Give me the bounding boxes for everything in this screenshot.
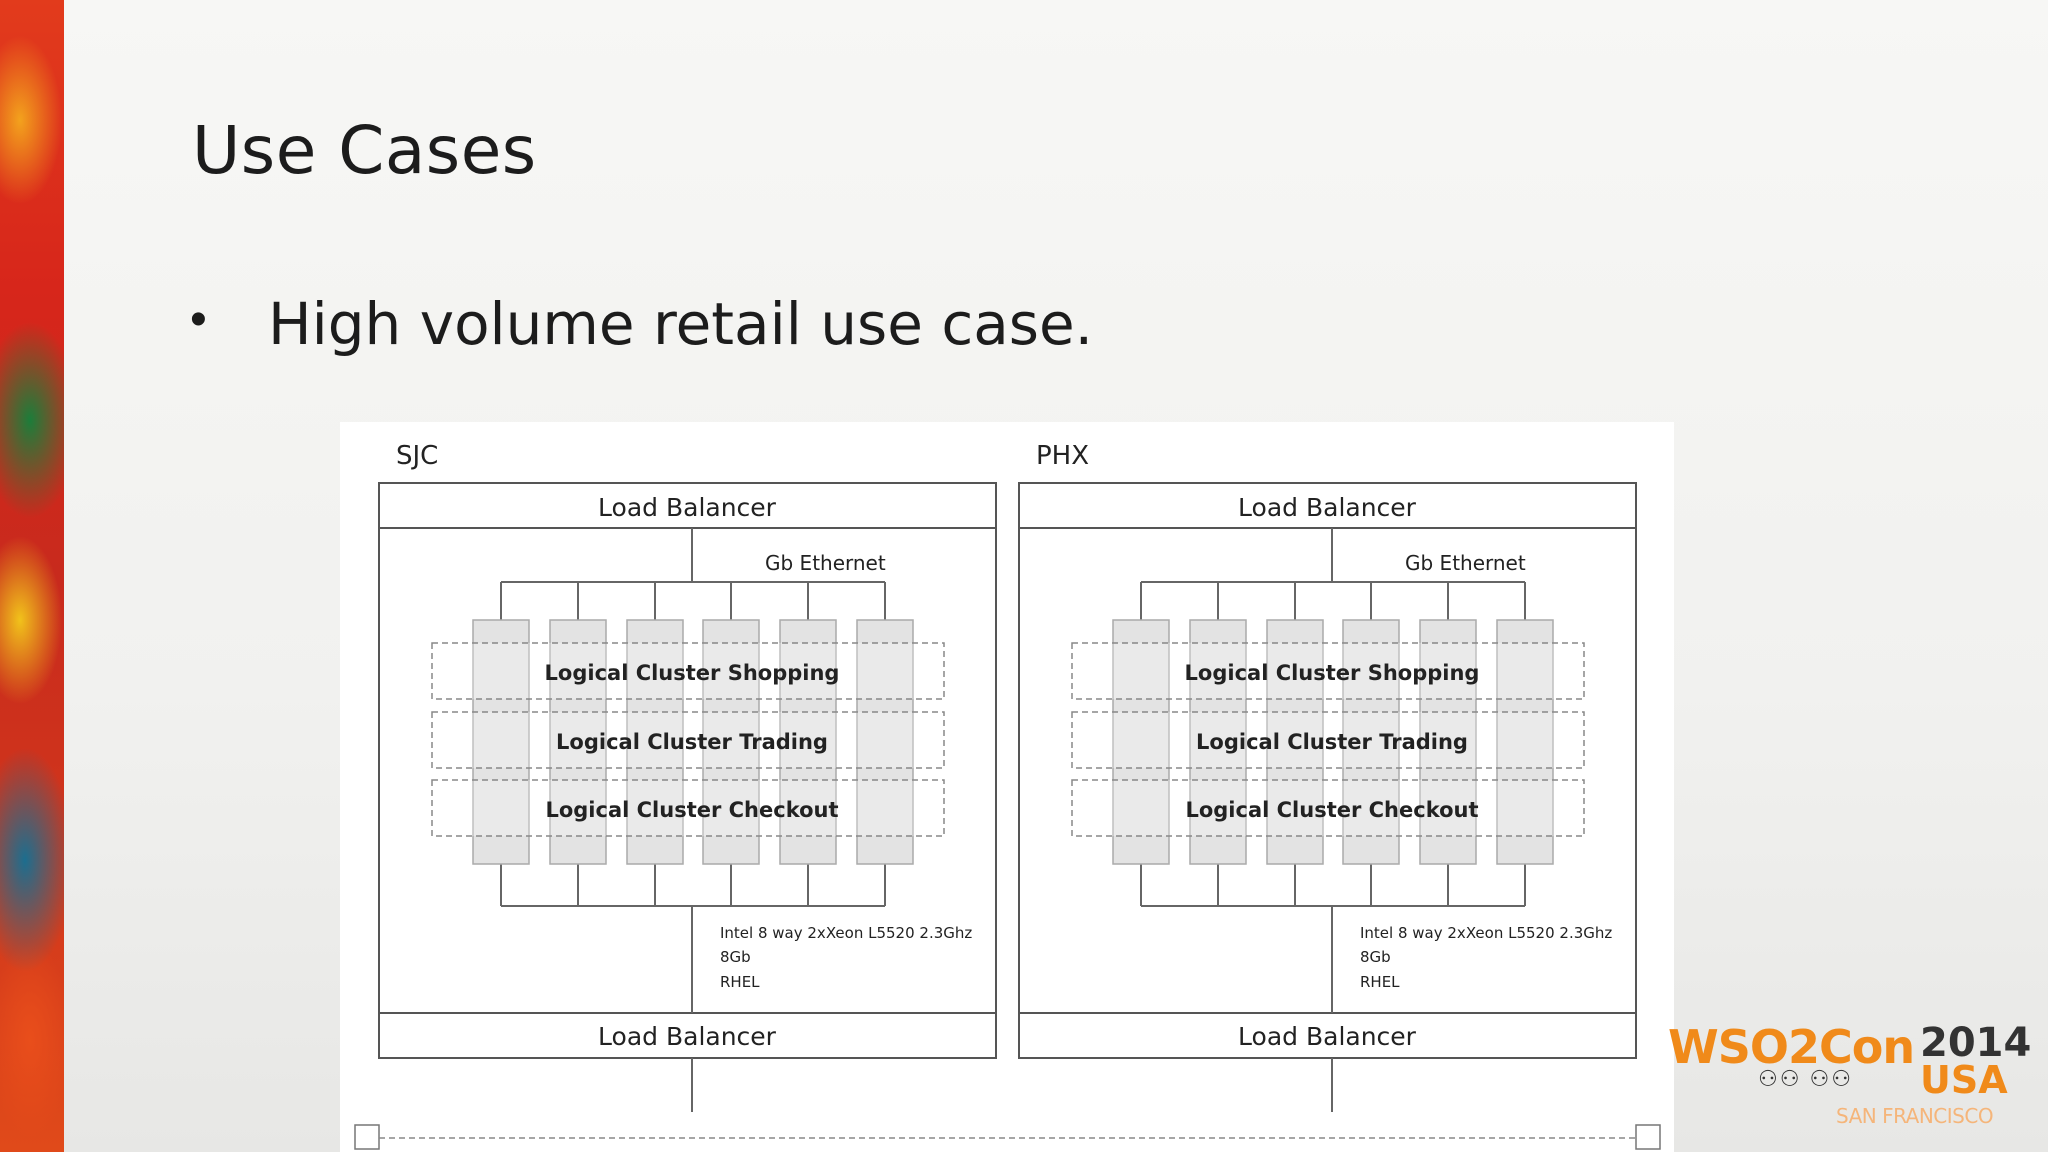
server-node	[549, 619, 607, 865]
network-label: Gb Ethernet	[1405, 551, 1526, 575]
load-balancer-top: Load Balancer	[1238, 493, 1417, 522]
logical-cluster-label: Logical Cluster Shopping	[1185, 661, 1480, 685]
load-balancer-bottom-box	[1018, 1012, 1637, 1059]
server-node	[626, 619, 684, 865]
hardware-spec: 8Gb	[720, 948, 751, 966]
server-node	[779, 619, 837, 865]
hardware-spec: 8Gb	[1360, 948, 1391, 966]
load-balancer-bottom: Load Balancer	[598, 1022, 777, 1051]
hardware-spec: RHEL	[1360, 973, 1400, 991]
logical-cluster-band	[431, 779, 945, 837]
site-label: PHX	[1036, 441, 1089, 471]
logo-brand: WSO2Con	[1668, 1020, 1915, 1074]
logo-city: SAN FRANCISCO	[1836, 1104, 1994, 1128]
logical-cluster-band	[1071, 711, 1585, 769]
decorative-color-strip	[0, 0, 64, 1152]
bullet-icon: •	[190, 293, 207, 346]
logical-cluster-band	[1071, 642, 1585, 700]
handle-square	[354, 1124, 380, 1150]
server-node	[1189, 619, 1247, 865]
logical-cluster-label: Logical Cluster Trading	[556, 730, 828, 754]
server-node	[472, 619, 530, 865]
logical-cluster-label: Logical Cluster Checkout	[545, 798, 838, 822]
logical-cluster-label: Logical Cluster Trading	[1196, 730, 1468, 754]
server-node	[702, 619, 760, 865]
server-node	[1112, 619, 1170, 865]
network-label: Gb Ethernet	[765, 551, 886, 575]
bullet-text: High volume retail use case.	[268, 290, 1094, 358]
server-node	[856, 619, 914, 865]
logo-country: USA	[1920, 1058, 2008, 1102]
logo-year: 2014	[1920, 1020, 2032, 1066]
hardware-spec: RHEL	[720, 973, 760, 991]
site-label: SJC	[396, 441, 438, 471]
server-node	[1266, 619, 1324, 865]
load-balancer-bottom: Load Balancer	[1238, 1022, 1417, 1051]
logical-cluster-label: Logical Cluster Checkout	[1185, 798, 1478, 822]
handle-square	[1635, 1124, 1661, 1150]
slide-title: Use Cases	[192, 112, 537, 189]
conference-logo: WSO2Con 2014 USA ⚇⚇ ⚇⚇ SAN FRANCISCO	[1668, 1020, 2031, 1130]
logical-cluster-band	[431, 711, 945, 769]
logical-cluster-band	[1071, 779, 1585, 837]
load-balancer-bottom-box	[378, 1012, 997, 1059]
server-node	[1496, 619, 1554, 865]
people-icon: ⚇⚇ ⚇⚇	[1758, 1066, 1854, 1091]
logical-cluster-label: Logical Cluster Shopping	[545, 661, 840, 685]
logical-cluster-band	[431, 642, 945, 700]
load-balancer-top: Load Balancer	[598, 493, 777, 522]
hardware-spec: Intel 8 way 2xXeon L5520 2.3Ghz	[1360, 924, 1612, 942]
server-node	[1342, 619, 1400, 865]
server-node	[1419, 619, 1477, 865]
hardware-spec: Intel 8 way 2xXeon L5520 2.3Ghz	[720, 924, 972, 942]
